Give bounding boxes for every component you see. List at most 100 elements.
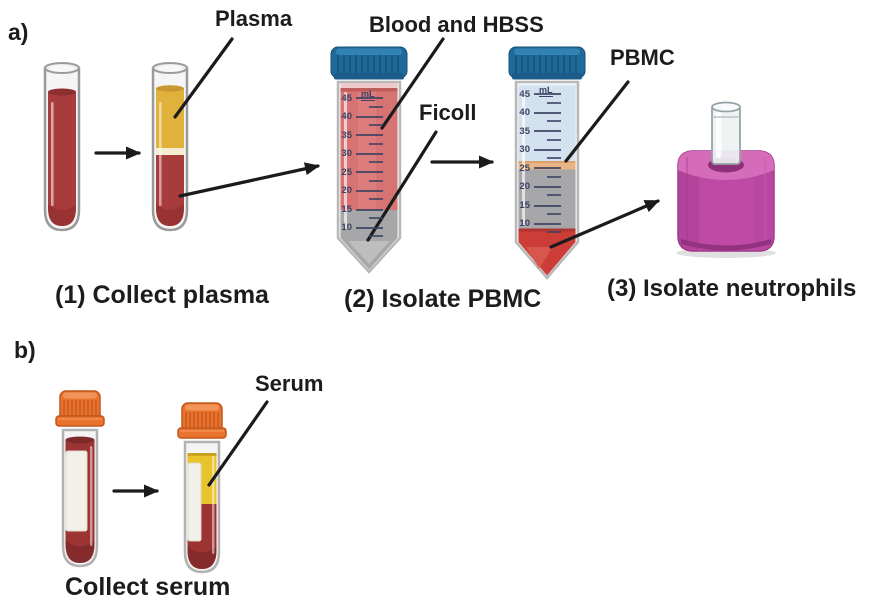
blood-layer [156, 155, 184, 226]
cone-highlight [526, 247, 553, 269]
scale-tick-row: 40 [514, 104, 566, 123]
minor-tick-mark [547, 138, 561, 141]
blood-bottom-shade [48, 204, 76, 226]
serum-pointer-line [207, 400, 269, 487]
scale-tick-value: 25 [519, 162, 530, 174]
sample-tube-in-magnet [711, 101, 741, 165]
minor-tick-mark [547, 212, 561, 215]
scale-tick-row: 20 [514, 178, 566, 197]
separated-serum-tube-graphic [177, 402, 227, 574]
step3-caption: (3) Isolate neutrophils [607, 275, 857, 302]
major-tick-mark [356, 190, 383, 192]
blood-hbss-meniscus [340, 88, 398, 92]
scale-tick-value: 35 [341, 129, 352, 141]
major-tick-mark [534, 223, 561, 226]
major-tick-mark [534, 167, 561, 170]
blue-screw-cap [330, 46, 408, 80]
panel-b-label: b) [14, 337, 36, 363]
minor-tick-mark [369, 142, 383, 145]
step1-caption: (1) Collect plasma [55, 281, 269, 309]
serum-annotation: Serum [255, 371, 324, 396]
step2-caption: (2) Isolate PBMC [344, 285, 542, 313]
whole-blood-tube-graphic [43, 62, 81, 232]
blood-bottom-shade [156, 204, 184, 226]
scale-tick-value: 10 [519, 218, 530, 230]
ficoll-layer [518, 169, 576, 229]
minor-tick-mark [369, 198, 383, 201]
separated-plasma-tube-graphic [151, 62, 189, 232]
tube-rim-inner [157, 65, 183, 72]
scale-tick-row: 40 [336, 108, 388, 127]
blood-hbss-pointer-line [380, 37, 445, 130]
blood-bottom-shade [187, 546, 217, 569]
scale-tick-row: 10 [336, 219, 388, 238]
blood-meniscus [48, 88, 76, 96]
scale-tick-value: 40 [519, 107, 530, 119]
minor-tick-mark [547, 194, 561, 197]
rbc-top-edge [518, 228, 576, 232]
major-tick-mark [534, 93, 561, 96]
major-tick-mark [534, 204, 561, 207]
minor-tick-mark [547, 231, 561, 234]
neck-tint [518, 83, 576, 87]
ficoll-tube-scale: 45 40 35 30 25 20 15 10 [336, 89, 388, 238]
glass-highlight [90, 446, 93, 546]
major-tick-mark [534, 148, 561, 151]
tube-label-sticker [65, 450, 88, 532]
serum-meniscus [187, 453, 217, 456]
neck-tint [340, 83, 398, 88]
plasma-annotation: Plasma [215, 6, 293, 31]
scale-tick-row: 15 [336, 200, 388, 219]
scale-tick-value: 25 [341, 166, 352, 178]
glass-highlight [344, 92, 347, 230]
minor-tick-mark [547, 101, 561, 104]
major-tick-mark [356, 171, 383, 174]
glass-highlight [522, 90, 525, 226]
minor-tick-mark [369, 179, 383, 182]
minor-tick-mark [547, 157, 561, 160]
major-tick-mark [356, 208, 383, 211]
scale-tick-row: 10 [514, 215, 566, 234]
minor-tick-mark [369, 105, 383, 108]
pbmc-band [518, 161, 576, 170]
pellet-to-magnet-arrow [549, 199, 660, 249]
scale-tick-row: 30 [514, 141, 566, 160]
blood-fraction-transfer-arrow [178, 162, 320, 198]
scale-tick-row: 25 [336, 163, 388, 182]
scale-tick-value: 40 [341, 111, 352, 123]
blood-meniscus [65, 436, 95, 444]
orange-screw-cap [177, 402, 227, 439]
device-left-shade [678, 155, 699, 251]
plasma-pointer-line [173, 37, 234, 119]
scale-tick-value: 35 [519, 125, 530, 137]
major-tick-mark [534, 186, 561, 188]
tube-rim-inner [49, 65, 75, 72]
pbmc-pointer-line [564, 80, 630, 163]
pbmc-tube-scale-unit: mL [539, 85, 553, 97]
minor-tick-mark [369, 235, 383, 238]
blood-bottom-shade [65, 540, 95, 563]
major-tick-mark [534, 111, 561, 114]
scale-tick-value: 45 [341, 92, 352, 104]
ficoll-annotation: Ficoll [419, 100, 477, 125]
ficoll-pointer-line [366, 130, 438, 242]
minor-tick-mark [547, 175, 561, 178]
major-tick-mark [356, 227, 383, 230]
magnet-isolation-device-graphic [676, 101, 776, 258]
ficoll-tube-scale-unit: mL [361, 89, 375, 101]
minor-tick-mark [369, 161, 383, 164]
major-tick-mark [356, 134, 383, 137]
scale-tick-value: 30 [519, 144, 530, 156]
blood-fill [48, 92, 76, 226]
panel-a-label: a) [8, 19, 29, 45]
scale-tick-row: 45 [336, 89, 388, 108]
scale-tick-value: 30 [341, 148, 352, 160]
scale-tick-row: 35 [514, 122, 566, 141]
cone-highlight [348, 241, 390, 264]
buffy-band [156, 148, 184, 155]
collect-serum-caption: Collect serum [65, 573, 231, 601]
scale-tick-row: 45 [514, 85, 566, 104]
scale-tick-row: 20 [336, 182, 388, 201]
